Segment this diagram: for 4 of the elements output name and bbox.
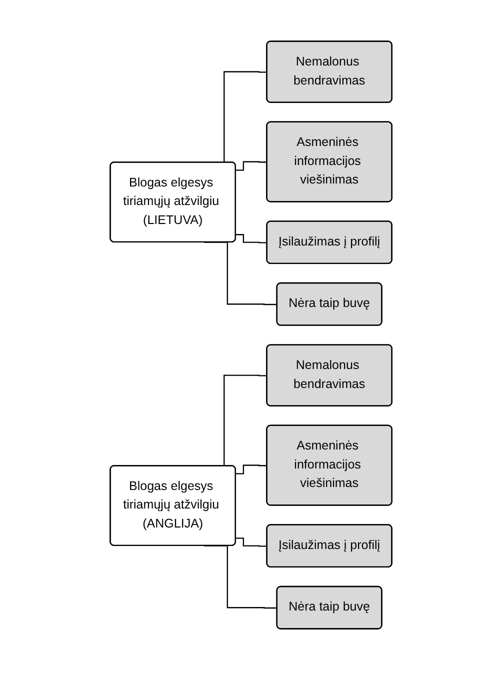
- connector: [236, 464, 268, 474]
- connector: [236, 538, 268, 547]
- connector: [236, 234, 268, 244]
- connector: [236, 161, 268, 171]
